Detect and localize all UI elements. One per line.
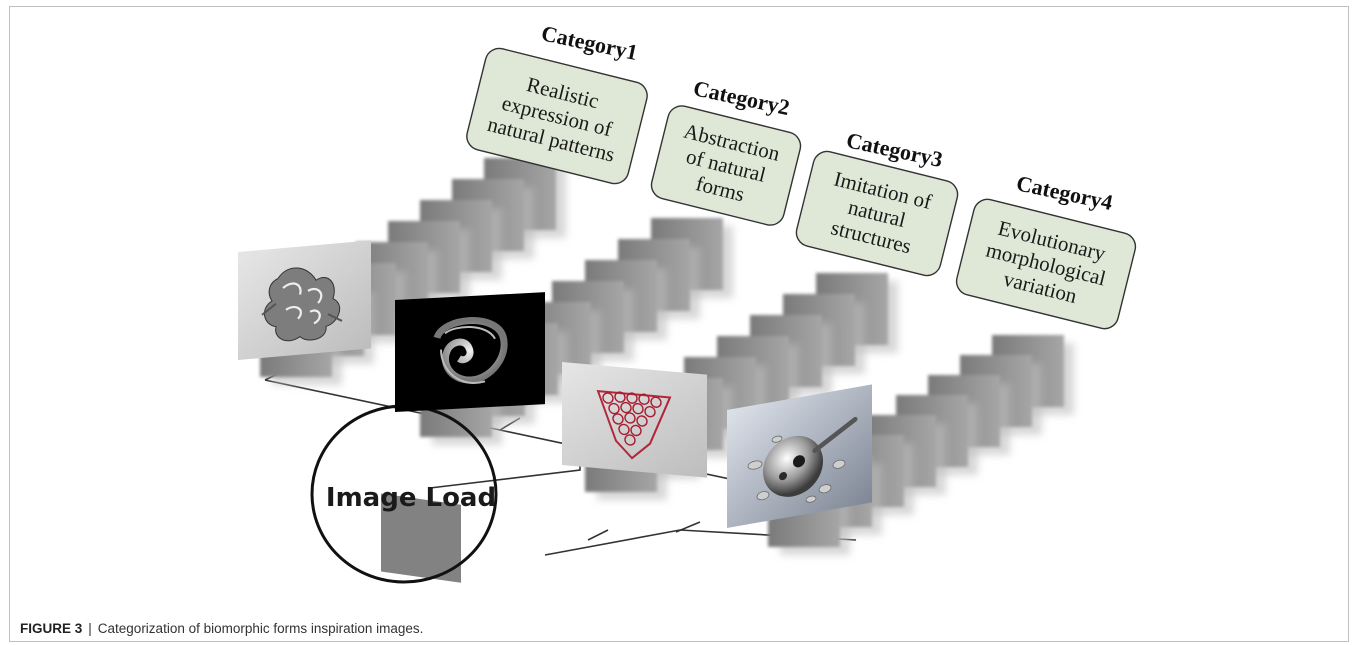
lattice-cell <box>636 415 648 427</box>
spherical-robot-thumbnail <box>727 384 872 528</box>
lattice-cell <box>644 405 656 418</box>
lattice-cell <box>638 393 650 405</box>
description-box-shape <box>466 47 648 185</box>
caption-separator: | <box>88 621 92 636</box>
figure-frame <box>9 6 1349 642</box>
description-box-shape <box>650 105 802 226</box>
lattice-cell <box>620 401 632 414</box>
image-load-node: Image Load <box>310 404 498 584</box>
image-load-label: Image Load <box>326 483 496 513</box>
category-4: Category4Evolutionarymorphologicalvariat… <box>955 170 1137 330</box>
lattice-cell <box>630 424 642 437</box>
figure-caption: FIGURE 3 | Categorization of biomorphic fo… <box>20 621 423 636</box>
lattice-cell <box>626 392 638 404</box>
input-image-layer <box>381 493 461 583</box>
description-box-shape <box>955 198 1137 330</box>
lattice-cell <box>624 434 636 446</box>
figure-label: FIGURE 3 <box>20 621 83 636</box>
lattice-cell <box>624 412 636 424</box>
category-title: Category1 <box>539 20 640 65</box>
lattice-cell <box>614 391 626 403</box>
caption-text: Categorization of biomorphic forms inspi… <box>97 621 424 636</box>
lattice-cell <box>608 402 620 415</box>
description-box-shape <box>795 150 959 277</box>
spiral-shell-thumbnail <box>395 292 545 412</box>
lattice-cell <box>612 413 624 425</box>
lattice-cell <box>650 396 662 408</box>
lattice-cell <box>602 392 614 404</box>
category-title: Category4 <box>1014 170 1115 215</box>
voronoi-lattice-vase-thumbnail <box>562 362 707 478</box>
lattice-cell <box>632 402 644 415</box>
ruffled-sculpture-thumbnail <box>238 240 371 360</box>
lattice-cell <box>618 423 630 436</box>
